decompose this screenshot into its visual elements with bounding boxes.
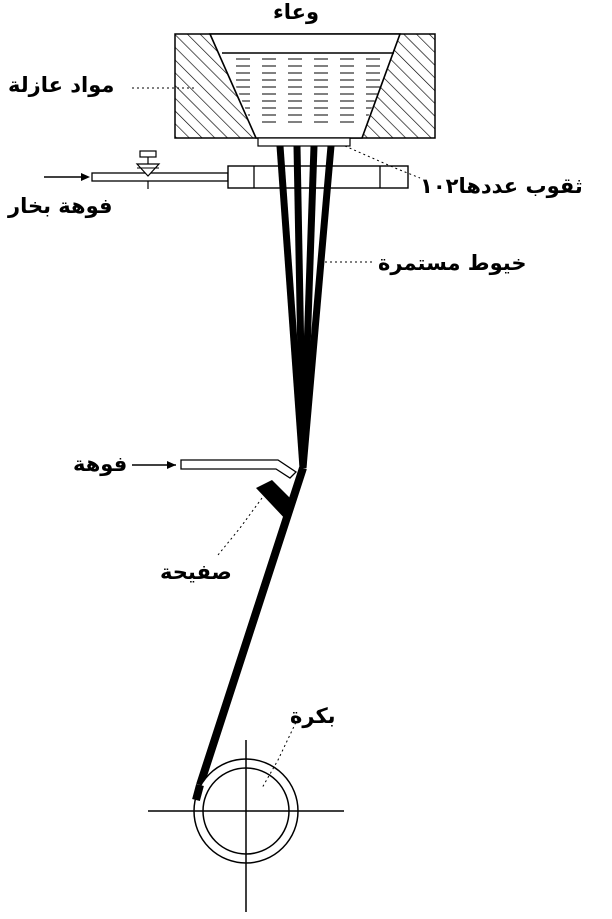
holes-label: ثقوب عددها١٠٢ (420, 174, 583, 198)
plate-label: صفيحة (160, 560, 232, 584)
steam-nozzle-assembly (91, 150, 409, 189)
steam-nozzle-label: فوهة بخار (8, 194, 113, 218)
guide-plate (256, 480, 292, 522)
vessel-funnel (208, 33, 402, 139)
spool-label: بكرة (290, 704, 336, 728)
continuous-filaments (196, 145, 335, 787)
leader-lines (132, 87, 421, 789)
insulation-label: مواد عازلة (8, 73, 115, 97)
air-nozzle (132, 459, 298, 479)
vessel-label: وعاء (273, 0, 320, 24)
steam-arrow (44, 173, 90, 181)
filaments-label: خيوط مستمرة (378, 251, 527, 275)
bushing-plate (257, 137, 351, 147)
nozzle-label: فوهة (73, 452, 128, 476)
spool (148, 740, 344, 912)
